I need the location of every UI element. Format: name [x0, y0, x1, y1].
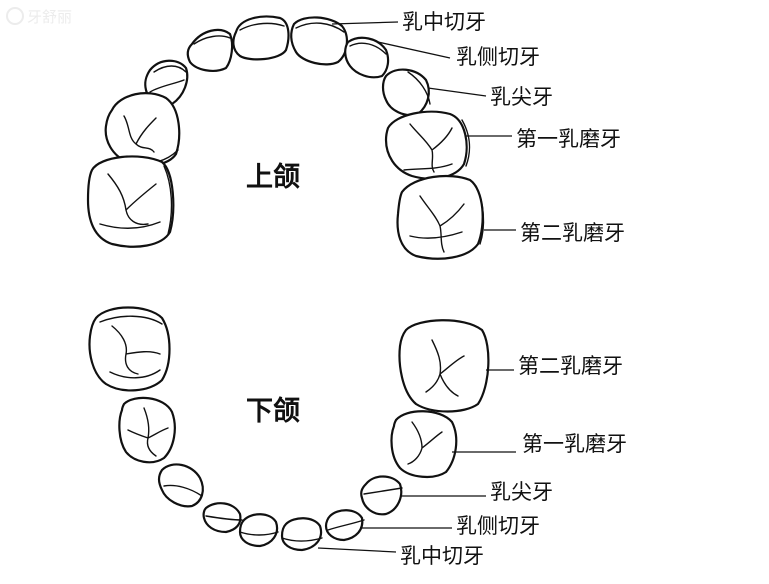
label-upper-central-incisor: 乳中切牙	[402, 10, 486, 34]
upper-left-second-molar	[86, 155, 175, 248]
leader-upper-canine	[427, 87, 487, 97]
lower-right-first-molar	[390, 410, 458, 478]
label-lower-lateral-incisor: 乳侧切牙	[456, 514, 540, 538]
label-lower-first-molar: 第一乳磨牙	[522, 432, 627, 456]
leader-upper-central-incisor	[331, 21, 399, 25]
label-lower-second-molar: 第二乳磨牙	[518, 354, 623, 378]
upper-right-lateral-incisor	[344, 36, 390, 79]
label-lower-canine: 乳尖牙	[490, 480, 553, 504]
label-upper-first-molar: 第一乳磨牙	[516, 127, 621, 151]
lower-leader-lines	[317, 369, 516, 553]
lower-right-canine	[360, 475, 403, 516]
upper-right-canine	[381, 68, 431, 117]
label-lower-central-incisor: 乳中切牙	[400, 544, 484, 568]
lower-left-first-molar	[118, 396, 176, 464]
upper-jaw	[86, 15, 485, 260]
upper-left-first-molar	[104, 92, 181, 167]
label-upper-canine: 乳尖牙	[490, 85, 553, 109]
lower-jaw-title: 下颌	[246, 396, 300, 427]
upper-jaw-title: 上颌	[246, 162, 300, 193]
watermark-text: 牙舒丽	[27, 8, 73, 26]
leader-upper-lateral-incisor	[377, 41, 451, 59]
watermark: 牙舒丽	[6, 6, 72, 27]
lower-right-central-incisor	[280, 517, 323, 552]
lower-right-lateral-incisor	[324, 509, 365, 542]
lower-left-lateral-incisor	[202, 502, 243, 534]
upper-right-central-incisor	[290, 16, 348, 66]
lower-left-second-molar	[88, 306, 171, 392]
lower-right-second-molar	[398, 319, 490, 413]
label-upper-second-molar: 第二乳磨牙	[520, 221, 625, 245]
upper-leader-lines	[331, 21, 516, 231]
upper-right-first-molar	[384, 110, 471, 180]
label-upper-lateral-incisor: 乳侧切牙	[456, 45, 540, 69]
lower-left-canine	[157, 463, 204, 508]
leader-lower-central-incisor	[317, 547, 397, 553]
watermark-logo-icon	[6, 7, 24, 25]
upper-left-lateral-incisor	[186, 28, 234, 72]
upper-left-central-incisor	[232, 15, 290, 61]
lower-left-central-incisor	[238, 513, 279, 548]
lower-jaw	[88, 306, 490, 552]
upper-right-second-molar	[396, 174, 485, 260]
